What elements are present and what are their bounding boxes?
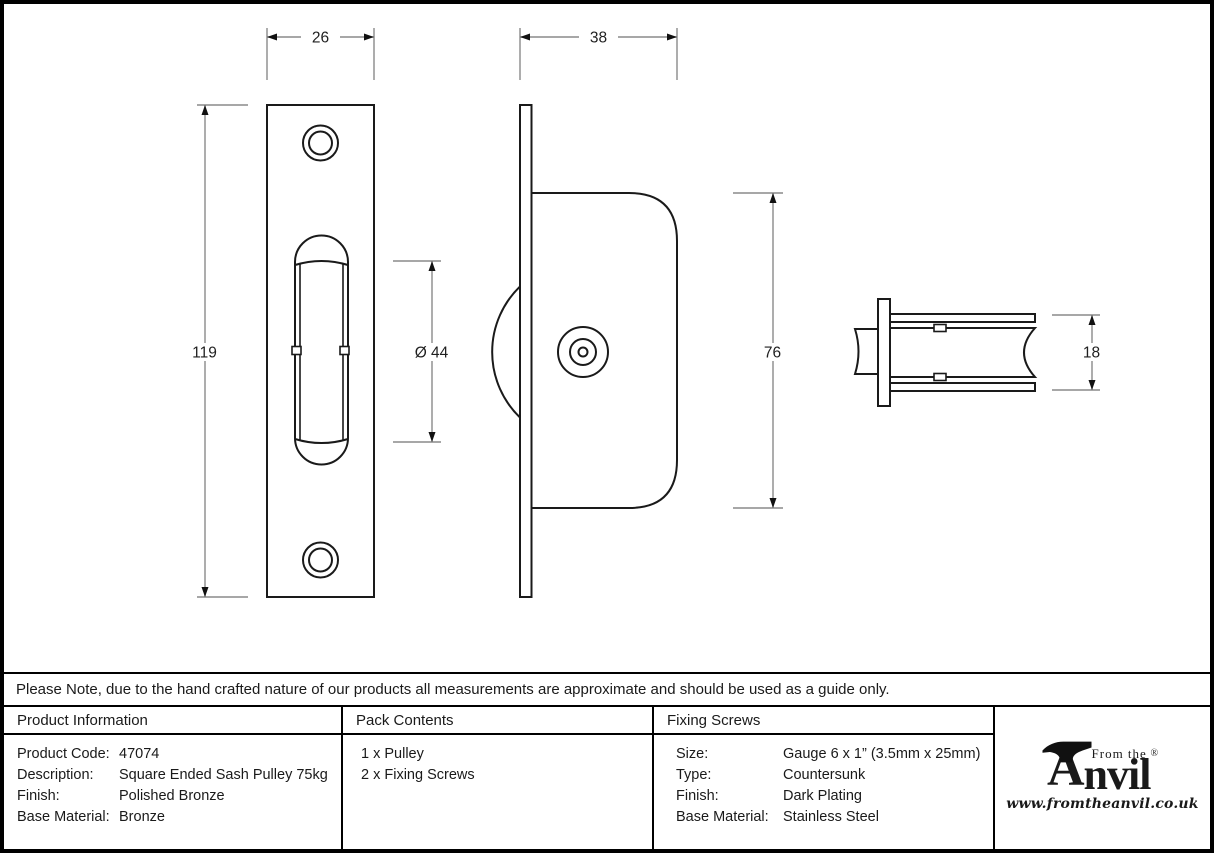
spec-label: Type: [676,767,712,783]
spec-table: Product Information Pack Contents Fixing… [4,707,1210,849]
anvil-icon [1042,741,1092,762]
spec-label: Product Code: [17,746,110,762]
spec-label: Base Material: [17,809,110,825]
product-information-header: Product Information [4,707,343,735]
brand-logo: A From the nvil ® www.fromtheanvil.co.uk [995,707,1210,849]
spec-label: Size: [676,746,709,762]
fixing-screws-cell: Size: Gauge 6 x 1” (3.5mm x 25mm) Type: … [654,735,995,849]
spec-value: Countersunk [783,767,866,783]
front-view [266,104,375,598]
dimension-arrows [201,33,1096,597]
spec-label: Base Material: [676,809,769,825]
side-view [491,104,678,598]
measurement-note-text: Please Note, due to the hand crafted nat… [16,681,890,698]
registered-trademark-symbol: ® [1150,747,1159,759]
dim-wheel-thickness: 18 [1083,345,1100,362]
fixing-screws-header: Fixing Screws [654,707,995,735]
dim-front-height: 119 [192,345,217,362]
pack-contents-cell: 1 x Pulley 2 x Fixing Screws [343,735,654,849]
dimension-labels: 26 38 119 Ø 44 76 18 [192,30,1100,362]
dim-wheel-diameter: Ø 44 [415,345,449,362]
spec-value: Stainless Steel [783,809,879,825]
spec-value: Dark Plating [783,788,862,804]
pack-contents-header: Pack Contents [343,707,654,735]
dim-housing-height: 76 [764,345,781,362]
spec-label: Finish: [17,788,60,804]
measurement-note: Please Note, due to the hand crafted nat… [4,674,1210,707]
spec-label: Description: [17,767,94,783]
wheel-section-view [853,298,1038,407]
spec-value: Bronze [119,809,165,825]
dim-front-width: 26 [312,30,329,47]
bottom-section: Please Note, due to the hand crafted nat… [4,672,1210,849]
spec-value: 47074 [119,746,160,762]
logo-tagline: From the [1091,745,1147,761]
pack-item: 2 x Fixing Screws [361,767,475,783]
dim-side-depth: 38 [590,30,607,47]
spec-value: Square Ended Sash Pulley 75kg [119,767,328,783]
brand-letter-a: A [1042,741,1092,794]
pack-item: 1 x Pulley [361,746,424,762]
logo-brand-text: nvil [1083,749,1152,799]
spec-value: Polished Bronze [119,788,225,804]
dimension-lines [197,28,1100,598]
logo-url: www.fromtheanvil.co.uk [1006,795,1199,812]
spec-value: Gauge 6 x 1” (3.5mm x 25mm) [783,746,981,762]
product-information-cell: Product Code: 47074 Description: Square … [4,735,343,849]
spec-label: Finish: [676,788,719,804]
technical-drawing: 26 38 119 Ø 44 76 18 [187,28,1107,598]
dimension-label-backs [187,28,1107,361]
